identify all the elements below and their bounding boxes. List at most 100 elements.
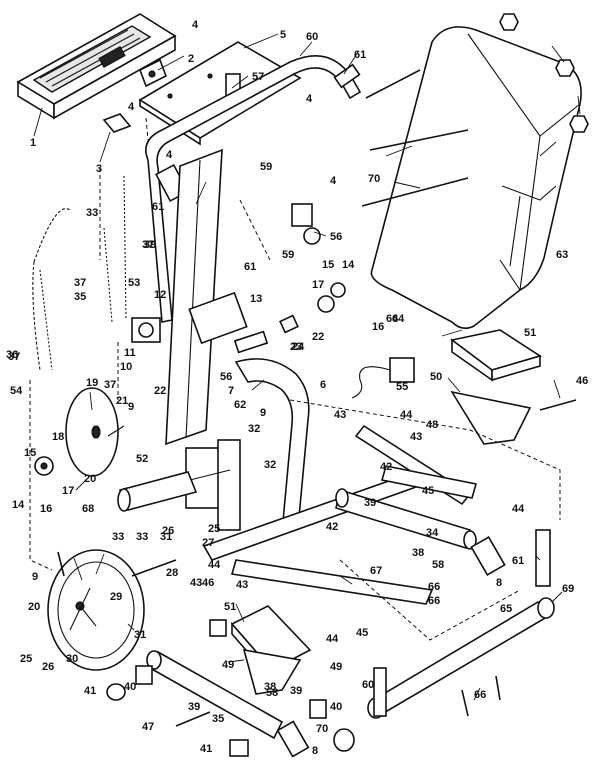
assembly-guide-lines xyxy=(29,117,561,641)
part-callout: 7 xyxy=(228,385,234,397)
hardware-bolts xyxy=(57,399,577,727)
flywheel-upper xyxy=(65,387,125,477)
part-callout: 68 xyxy=(82,503,94,515)
part-callout: 61 xyxy=(512,555,524,567)
part-callout: 36 xyxy=(6,349,18,361)
hardware-bushings xyxy=(106,619,355,757)
part-callout: 70 xyxy=(316,723,328,735)
part-callout: 32 xyxy=(264,459,276,471)
part-callout: 37 xyxy=(8,351,20,363)
cap-nuts xyxy=(499,13,589,133)
part-callout: 61 xyxy=(244,261,256,273)
part-callout: 3 xyxy=(96,163,102,175)
part-callout: 35 xyxy=(212,713,224,725)
part-callout: 43 xyxy=(410,431,422,443)
part-callout: 30 xyxy=(66,653,78,665)
part-callout: 12 xyxy=(154,289,166,301)
part-callout: 16 xyxy=(372,321,384,333)
part-callout: 1 xyxy=(30,137,36,149)
pedal-arm-right xyxy=(335,488,477,550)
part-callout: 39 xyxy=(364,497,376,509)
part-callout: 54 xyxy=(10,385,23,397)
part-callout: 49 xyxy=(222,659,234,671)
part-callout: 33 xyxy=(86,207,98,219)
part-callout: 35 xyxy=(74,291,86,303)
part-callout: 25 xyxy=(20,653,32,665)
part-callout: 32 xyxy=(248,423,260,435)
part-callout: 27 xyxy=(202,537,214,549)
part-callout: 43 xyxy=(236,579,248,591)
part-callout: 59 xyxy=(260,161,272,173)
part-callout: 67 xyxy=(370,565,382,577)
part-callout: 37 xyxy=(74,277,86,289)
part-callout: 19 xyxy=(86,377,98,389)
part-callout: 58 xyxy=(432,559,444,571)
part-callout: 42 xyxy=(326,521,338,533)
pedal-bracket-upper xyxy=(450,390,532,445)
part-callout: 4 xyxy=(192,19,199,31)
part-callout: 51 xyxy=(524,327,536,339)
part-callout: 57 xyxy=(252,71,264,83)
hardware-roller-8a xyxy=(470,536,506,576)
part-callout: 22 xyxy=(312,331,324,343)
part-callout: 40 xyxy=(124,681,136,693)
brake-housing xyxy=(131,317,161,343)
part-callout: 33 xyxy=(136,531,148,543)
part-callout: 64 xyxy=(386,313,399,325)
rear-axle xyxy=(367,597,555,719)
part-callout: 50 xyxy=(430,371,442,383)
console-bracket xyxy=(138,58,168,88)
part-callout: 9 xyxy=(260,407,266,419)
hardware-knob-53 xyxy=(291,203,321,245)
foot-pad-upper xyxy=(450,329,542,382)
part-callout: 20 xyxy=(84,473,96,485)
handlebar xyxy=(145,54,362,323)
part-callout: 48 xyxy=(426,419,438,431)
part-callout: 44 xyxy=(512,503,525,515)
part-callout: 33 xyxy=(112,531,124,543)
hardware-gears xyxy=(34,282,346,476)
part-callout: 15 xyxy=(322,259,334,271)
part-callout: 45 xyxy=(356,627,368,639)
part-callout: 53 xyxy=(128,277,140,289)
rear-upright xyxy=(234,358,310,534)
part-callout: 24 xyxy=(292,341,305,353)
part-callout: 5 xyxy=(280,29,286,41)
part-callout: 61 xyxy=(354,49,366,61)
part-callout: 65 xyxy=(500,603,512,615)
part-callout: 37 xyxy=(104,379,116,391)
front-cross-tube xyxy=(117,471,198,512)
drive-chain-left xyxy=(32,208,71,371)
hardware-roller-8b xyxy=(276,720,310,758)
pedal-arm-left xyxy=(146,650,284,740)
part-callout: 56 xyxy=(220,371,232,383)
part-callout: 60 xyxy=(306,31,318,43)
part-callout: 44 xyxy=(400,409,413,421)
part-callout: 70 xyxy=(368,173,380,185)
shroud-screws xyxy=(361,69,469,207)
part-callout: 25 xyxy=(208,523,220,535)
part-callout: 43 xyxy=(334,409,346,421)
part-callout: 4 xyxy=(166,149,173,161)
part-callout: 64 xyxy=(392,313,405,325)
part-callouts: 1 2 3 4 4 4 4 4 5 6 7 8 8 9 9 9 10 11 12… xyxy=(6,19,588,757)
part-callout: 60 xyxy=(362,679,374,691)
part-callout: 39 xyxy=(188,701,200,713)
part-callout: 37 xyxy=(142,239,154,251)
part-callout: 44 xyxy=(208,559,221,571)
part-callout: 22 xyxy=(154,385,166,397)
part-callout: 45 xyxy=(422,485,434,497)
part-callout: 15 xyxy=(24,447,36,459)
part-callout: 46 xyxy=(202,577,214,589)
part-callout: 14 xyxy=(342,259,355,271)
console-display xyxy=(16,13,177,120)
part-callout: 28 xyxy=(166,567,178,579)
hardware-transformer xyxy=(351,357,415,399)
part-callout: 52 xyxy=(136,453,148,465)
part-callout: 8 xyxy=(312,745,318,757)
part-callout: 59 xyxy=(282,249,294,261)
part-callout: 17 xyxy=(312,279,324,291)
part-callout: 8 xyxy=(496,577,502,589)
part-callout: 39 xyxy=(144,239,156,251)
part-callout: 49 xyxy=(330,661,342,673)
